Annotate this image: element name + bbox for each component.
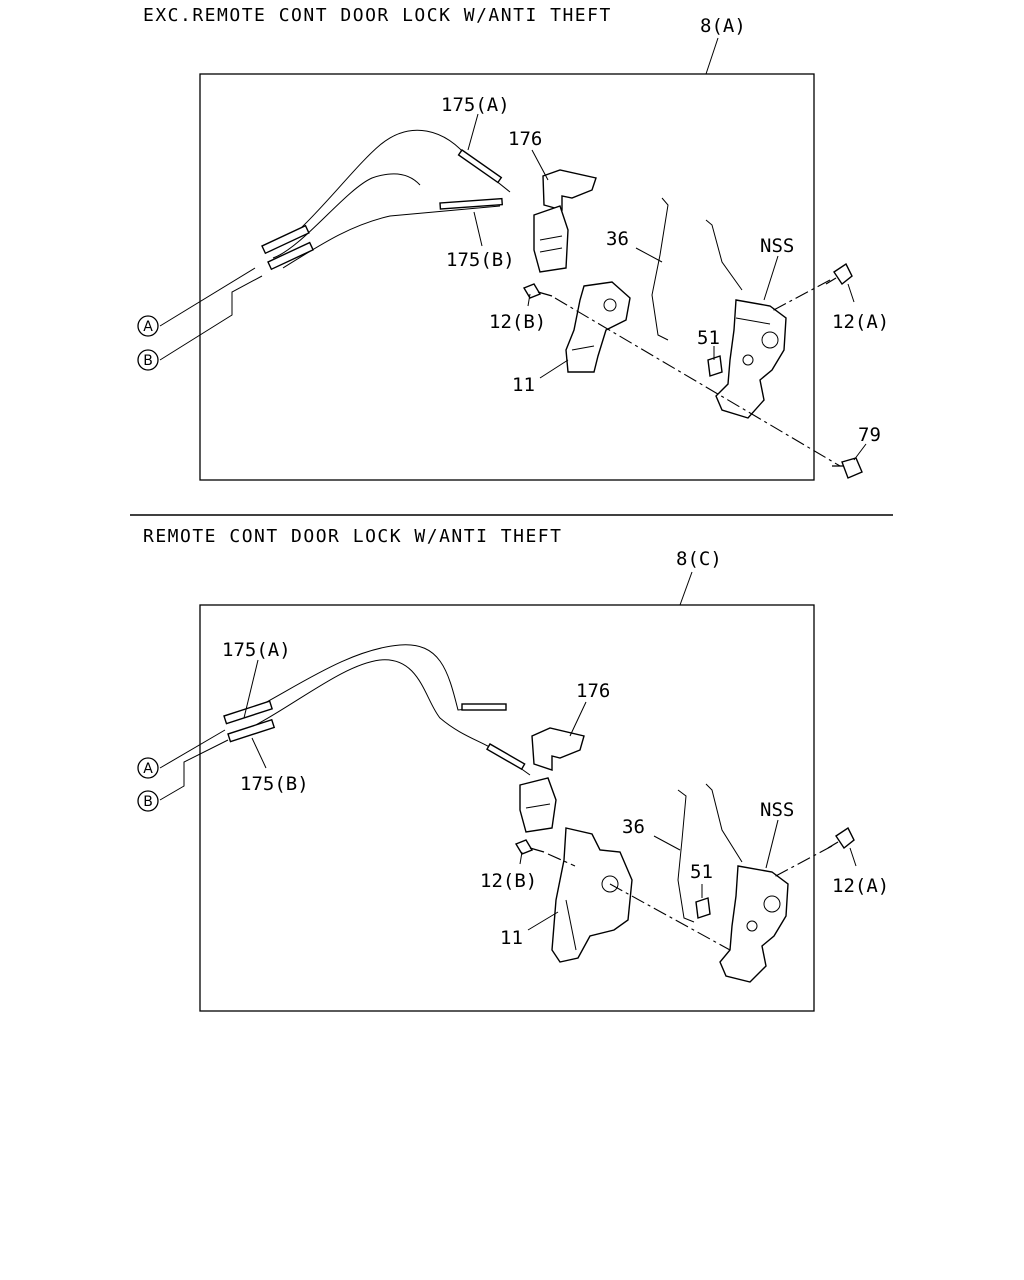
callout-176: 176 [576, 680, 610, 702]
leader-36 [635, 247, 663, 263]
assy-line-79 [554, 297, 841, 467]
part-door-lock-nss [715, 299, 787, 419]
part-12b-screw [514, 839, 545, 855]
leader-nss [763, 255, 779, 301]
callout-12a: 12(A) [832, 875, 889, 897]
callout-175b: 175(B) [240, 773, 309, 795]
cable-b-socket [227, 718, 276, 743]
callout-51: 51 [697, 327, 720, 349]
connector-a-circle [137, 315, 159, 337]
cable-175b-end [486, 743, 526, 771]
assembly-frame-2 [199, 604, 815, 1012]
leader-11 [527, 911, 559, 931]
callout-175a: 175(A) [222, 639, 291, 661]
part-36-rod [651, 197, 669, 341]
assembly-ref-8c: 8(C) [676, 548, 722, 570]
connector-b-circle [137, 349, 159, 371]
leader-a [159, 267, 256, 327]
leader-nss [765, 819, 779, 869]
part-11-actuator [551, 827, 633, 963]
cable-175b [282, 205, 501, 269]
cable-b-socket [267, 241, 315, 271]
rod-upper [705, 783, 743, 863]
leader-12a [849, 847, 857, 867]
callout-175a: 175(A) [441, 94, 510, 116]
part-12a-screw [827, 826, 855, 850]
cable-175b-end [439, 197, 504, 210]
callout-12a: 12(A) [832, 311, 889, 333]
connector-a-label: A [143, 761, 153, 777]
connector-a-circle [137, 757, 159, 779]
callout-176: 176 [508, 128, 542, 150]
connector-a-label: A [143, 319, 153, 335]
leader-175b [473, 211, 483, 247]
cable-175a-end [461, 703, 507, 711]
cable-a-socket [261, 224, 310, 255]
leader-175a [467, 113, 479, 151]
leader-79 [853, 443, 867, 461]
part-51-clip [695, 897, 711, 919]
cable-175a-outer [272, 173, 421, 259]
part-176-handle [519, 727, 585, 833]
assembly-frame-1 [199, 73, 815, 481]
leader-11 [539, 359, 569, 379]
callout-nss: NSS [760, 235, 794, 257]
leader-8a [705, 37, 719, 75]
part-36-rod [677, 789, 695, 923]
cable-a-socket [223, 700, 274, 725]
callout-12b: 12(B) [480, 870, 537, 892]
part-door-lock-nss [719, 865, 789, 983]
leader-176 [531, 149, 549, 181]
section-exc-remote: EXC.REMOTE CONT DOOR LOCK W/ANTI THEFT 8… [137, 5, 889, 481]
connector-b-label: B [143, 794, 153, 810]
section-2-heading: REMOTE CONT DOOR LOCK W/ANTI THEFT [143, 526, 562, 547]
callout-11: 11 [512, 374, 535, 396]
rod-upper [705, 219, 743, 291]
cable-175a [229, 644, 501, 721]
cable-175b [235, 659, 531, 776]
leader-175a [243, 659, 259, 719]
part-51-clip [707, 355, 723, 377]
assembly-ref-8a: 8(A) [700, 15, 746, 37]
callout-nss: NSS [760, 799, 794, 821]
section-1-heading: EXC.REMOTE CONT DOOR LOCK W/ANTI THEFT [143, 5, 612, 26]
assy-line-12a [771, 845, 833, 879]
callout-79: 79 [858, 424, 881, 446]
callout-36: 36 [606, 228, 629, 250]
part-12b-screw [522, 283, 553, 299]
part-176-handle [533, 169, 597, 273]
leader-36 [653, 835, 681, 851]
leader-8c [679, 571, 693, 606]
callout-51: 51 [690, 861, 713, 883]
leader-176 [569, 701, 587, 737]
part-79-bolt [832, 457, 863, 479]
leader-175b [251, 737, 267, 769]
part-12a-screw [825, 262, 853, 286]
assy-line-main [609, 883, 731, 951]
leader-12b [527, 293, 531, 307]
callout-12b: 12(B) [489, 311, 546, 333]
connector-b-label: B [143, 353, 153, 369]
part-11-actuator [565, 281, 631, 373]
cable-175a-end [457, 149, 503, 184]
connector-b-circle [137, 790, 159, 812]
leader-b [159, 275, 263, 361]
assy-line-12a [769, 279, 831, 313]
leader-b [159, 739, 229, 801]
leader-a [159, 729, 226, 769]
callout-11: 11 [500, 927, 523, 949]
leader-12a [847, 283, 855, 303]
leader-12b [519, 851, 523, 865]
callout-175b: 175(B) [446, 249, 515, 271]
callout-36: 36 [622, 816, 645, 838]
section-remote: REMOTE CONT DOOR LOCK W/ANTI THEFT 8(C) … [137, 526, 889, 1012]
assy-line-12b [547, 853, 576, 867]
